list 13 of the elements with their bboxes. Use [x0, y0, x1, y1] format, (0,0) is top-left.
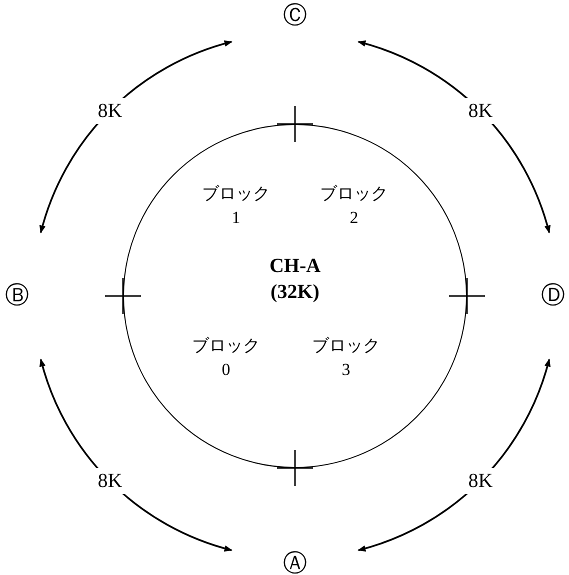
port-letter: Ⓐ	[283, 551, 307, 575]
memory-circle	[123, 124, 467, 468]
port-letter: Ⓓ	[541, 283, 565, 309]
block-label: ブロック 1	[201, 183, 271, 229]
edge-label: 8K	[94, 468, 126, 494]
channel-name: CH-A	[269, 254, 321, 279]
block-label: ブロック 0	[191, 335, 261, 381]
port-letter: Ⓒ	[283, 3, 307, 29]
block-label: ブロック 3	[311, 335, 381, 381]
port-letter: Ⓑ	[5, 283, 29, 309]
edge-label: 8K	[94, 98, 126, 124]
block-label: ブロック 2	[319, 183, 389, 229]
capacity-label: (32K)	[270, 280, 320, 305]
